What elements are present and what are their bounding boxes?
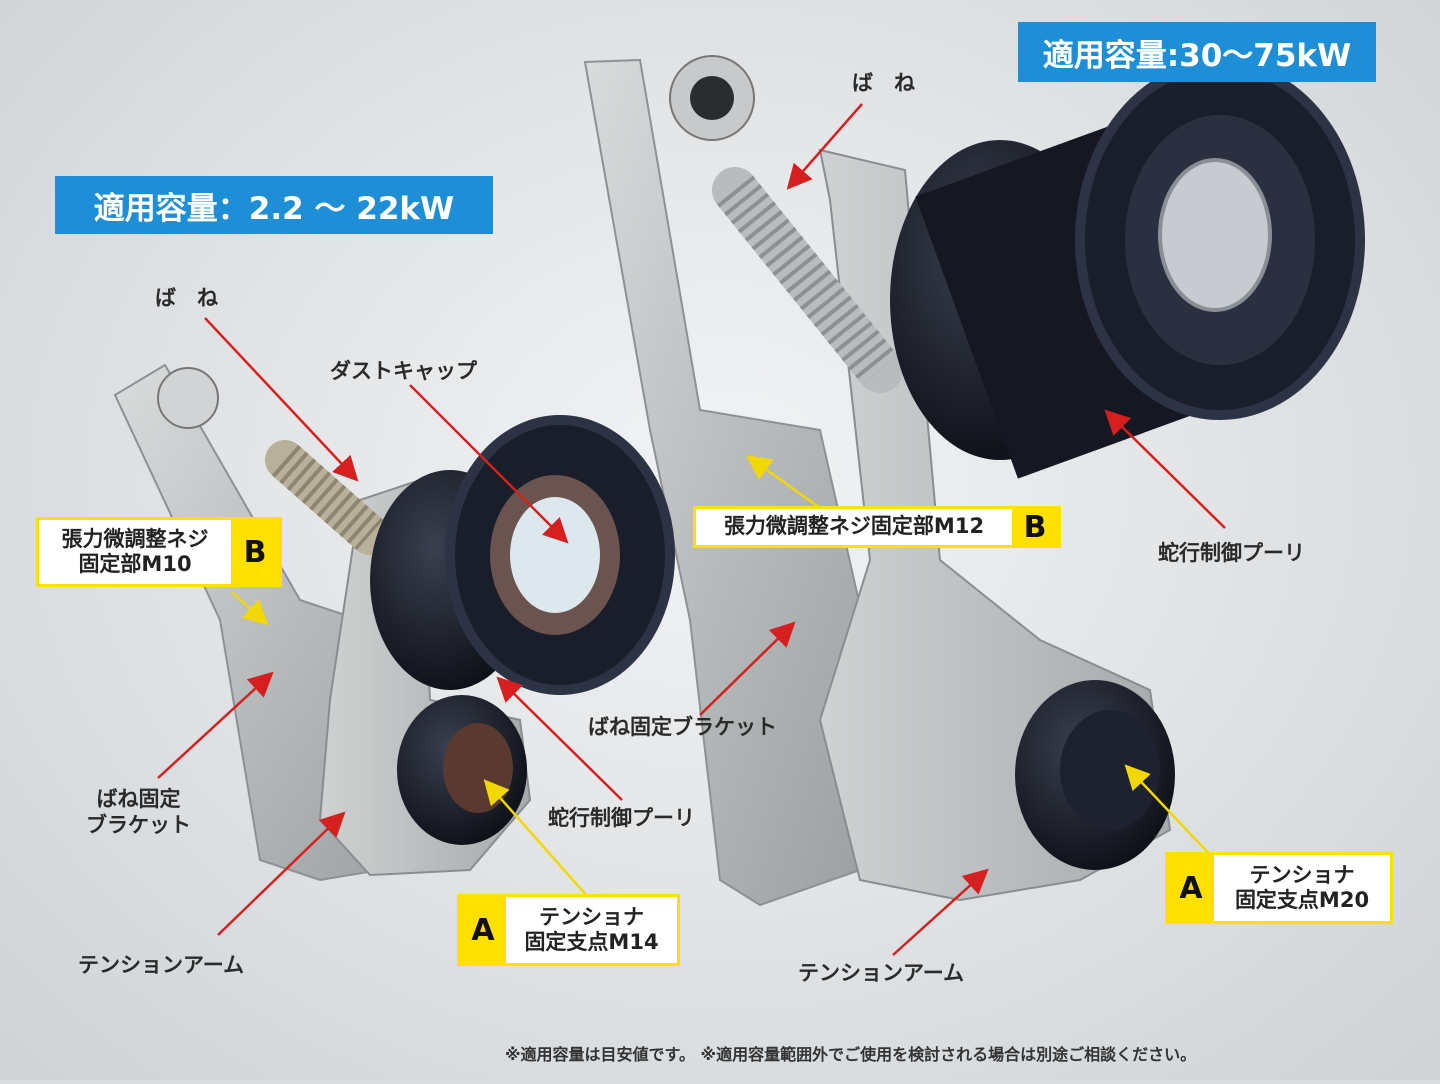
label-meander-pulley-center: 蛇行制御プーリ xyxy=(548,806,695,830)
arrow-a-left xyxy=(483,779,596,906)
small-meander-pulley xyxy=(370,415,675,695)
arrow-spring-bracket-center xyxy=(699,621,796,716)
callout-a-left-line1: テンショナ xyxy=(539,904,644,929)
callout-a-left-text: テンショナ 固定支点M14 xyxy=(506,897,677,963)
callout-b-left-line2: 固定部M10 xyxy=(78,552,192,576)
label-spring-bracket-center: ばね固定ブラケット xyxy=(588,715,777,739)
callout-a-right: A テンショナ 固定支点M20 xyxy=(1165,852,1393,924)
large-tensioner xyxy=(583,55,1365,907)
arrow-tension-arm-left xyxy=(217,811,346,936)
callout-a-right-line1: テンショナ xyxy=(1249,862,1355,887)
callout-b-right: 張力微調整ネジ固定部M12 B xyxy=(693,506,1061,548)
callout-a-left: A テンショナ 固定支点M14 xyxy=(457,894,680,966)
arrow-meander-pulley-center xyxy=(496,676,623,801)
callout-a-left-letter: A xyxy=(460,897,506,963)
label-tension-arm-right: テンションアーム xyxy=(798,961,965,985)
label-tension-arm-left: テンションアーム xyxy=(78,953,245,977)
arrow-tension-arm-right xyxy=(892,868,989,956)
label-spring-right: ば ね xyxy=(852,71,915,95)
callout-a-left-line2: 固定支点M14 xyxy=(524,930,659,954)
large-meander-pulley xyxy=(890,60,1365,479)
label-spring-left: ば ね xyxy=(155,286,218,310)
arrow-spring-right xyxy=(786,103,863,190)
callout-b-left: 張力微調整ネジ 固定部M10 B xyxy=(36,517,282,587)
label-spring-bracket-left-line2: ブラケット xyxy=(86,813,191,838)
arrow-meander-pulley-right xyxy=(1104,409,1226,529)
capacity-caption-large: 適用容量:30〜75kW xyxy=(1018,22,1376,82)
callout-b-right-text: 張力微調整ネジ固定部M12 xyxy=(696,509,1012,545)
leader-arrows xyxy=(157,103,1226,956)
capacity-caption-small: 適用容量：2.2 〜 22kW xyxy=(55,176,493,234)
large-pivot-bushing xyxy=(1015,680,1175,870)
callout-a-right-letter: A xyxy=(1168,855,1214,921)
arrow-spring-bracket-left xyxy=(157,671,274,779)
large-spring xyxy=(712,167,903,393)
arrow-a-right xyxy=(1124,764,1216,861)
label-dust-cap: ダストキャップ xyxy=(330,359,477,383)
callout-b-right-letter: B xyxy=(1012,509,1058,545)
callout-b-left-letter: B xyxy=(231,520,279,584)
small-spring xyxy=(265,440,390,555)
label-meander-pulley-right: 蛇行制御プーリ xyxy=(1158,541,1305,565)
callout-a-right-text: テンショナ 固定支点M20 xyxy=(1214,855,1390,921)
arrow-spring-left xyxy=(204,317,359,482)
label-spring-bracket-left: ばね固定 ブラケット xyxy=(86,786,191,839)
callout-a-right-line2: 固定支点M20 xyxy=(1234,888,1370,912)
label-spring-bracket-left-line1: ばね固定 xyxy=(96,787,181,811)
arrow-b-left xyxy=(231,591,269,626)
callout-b-left-text: 張力微調整ネジ 固定部M10 xyxy=(39,520,231,584)
arrow-dust-cap xyxy=(409,384,569,544)
small-pivot-bushing xyxy=(397,695,527,845)
small-tensioner xyxy=(113,363,675,882)
arrow-b-right xyxy=(745,455,821,510)
dust-cap xyxy=(510,497,600,613)
callout-b-right-line1: 張力微調整ネジ固定部M12 xyxy=(723,514,985,539)
callout-b-left-line1: 張力微調整ネジ xyxy=(61,526,209,551)
small-top-bolt xyxy=(157,367,219,429)
footnote: ※適用容量は目安値です。 ※適用容量範囲外でご使用を検討される場合は別途ご相談く… xyxy=(505,1045,1197,1064)
